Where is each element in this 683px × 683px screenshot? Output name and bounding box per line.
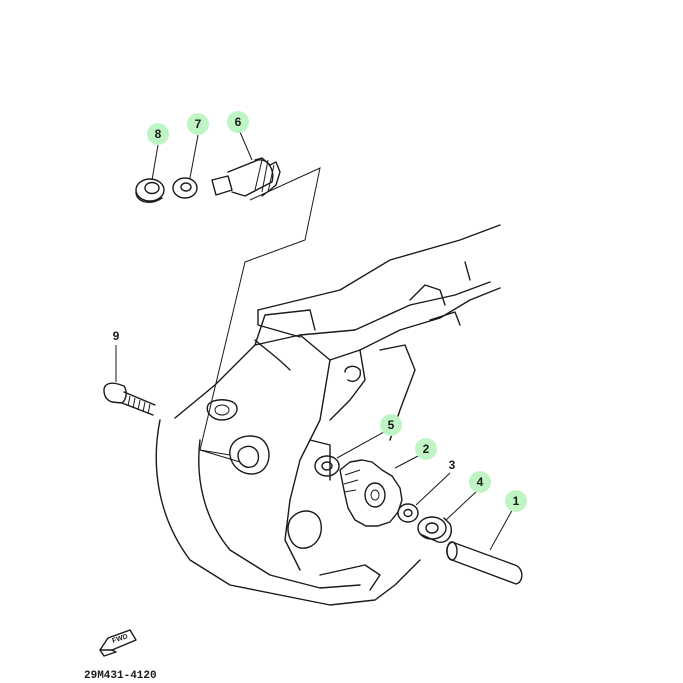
part-4-bushing [417, 489, 479, 543]
leader-bracket-6 [199, 167, 321, 463]
callout-3[interactable]: 3 [449, 458, 456, 472]
part-9-bolt [103, 345, 156, 416]
callout-5[interactable]: 5 [380, 414, 402, 436]
callout-9-label: 9 [113, 329, 120, 343]
callout-8-label: 8 [155, 127, 162, 141]
callout-7-label: 7 [195, 117, 202, 131]
callout-3-label: 3 [449, 458, 456, 472]
part-6-gear-shaft [211, 131, 281, 197]
part-5-washer [314, 431, 385, 477]
callout-5-label: 5 [388, 418, 395, 432]
part-7-washer [172, 134, 199, 199]
callout-6[interactable]: 6 [227, 111, 249, 133]
crankcase-cover [155, 224, 501, 606]
callout-6-label: 6 [235, 115, 242, 129]
callout-1[interactable]: 1 [505, 490, 527, 512]
callout-8[interactable]: 8 [147, 123, 169, 145]
callout-1-label: 1 [513, 494, 520, 508]
callout-7[interactable]: 7 [187, 113, 209, 135]
fwd-arrow-icon: FWD [99, 629, 137, 657]
part-8-seal [135, 144, 165, 203]
callout-9[interactable]: 9 [113, 329, 120, 343]
callout-4-label: 4 [477, 475, 484, 489]
part-3-washer [397, 472, 451, 523]
callout-2[interactable]: 2 [415, 438, 437, 460]
callout-2-label: 2 [423, 442, 430, 456]
fwd-label: FWD [111, 633, 128, 645]
part-2-drive-gear [339, 454, 421, 527]
part-1-pin [446, 504, 523, 585]
diagram-part-number: 29M431-4120 [84, 670, 157, 682]
callout-4[interactable]: 4 [469, 471, 491, 493]
